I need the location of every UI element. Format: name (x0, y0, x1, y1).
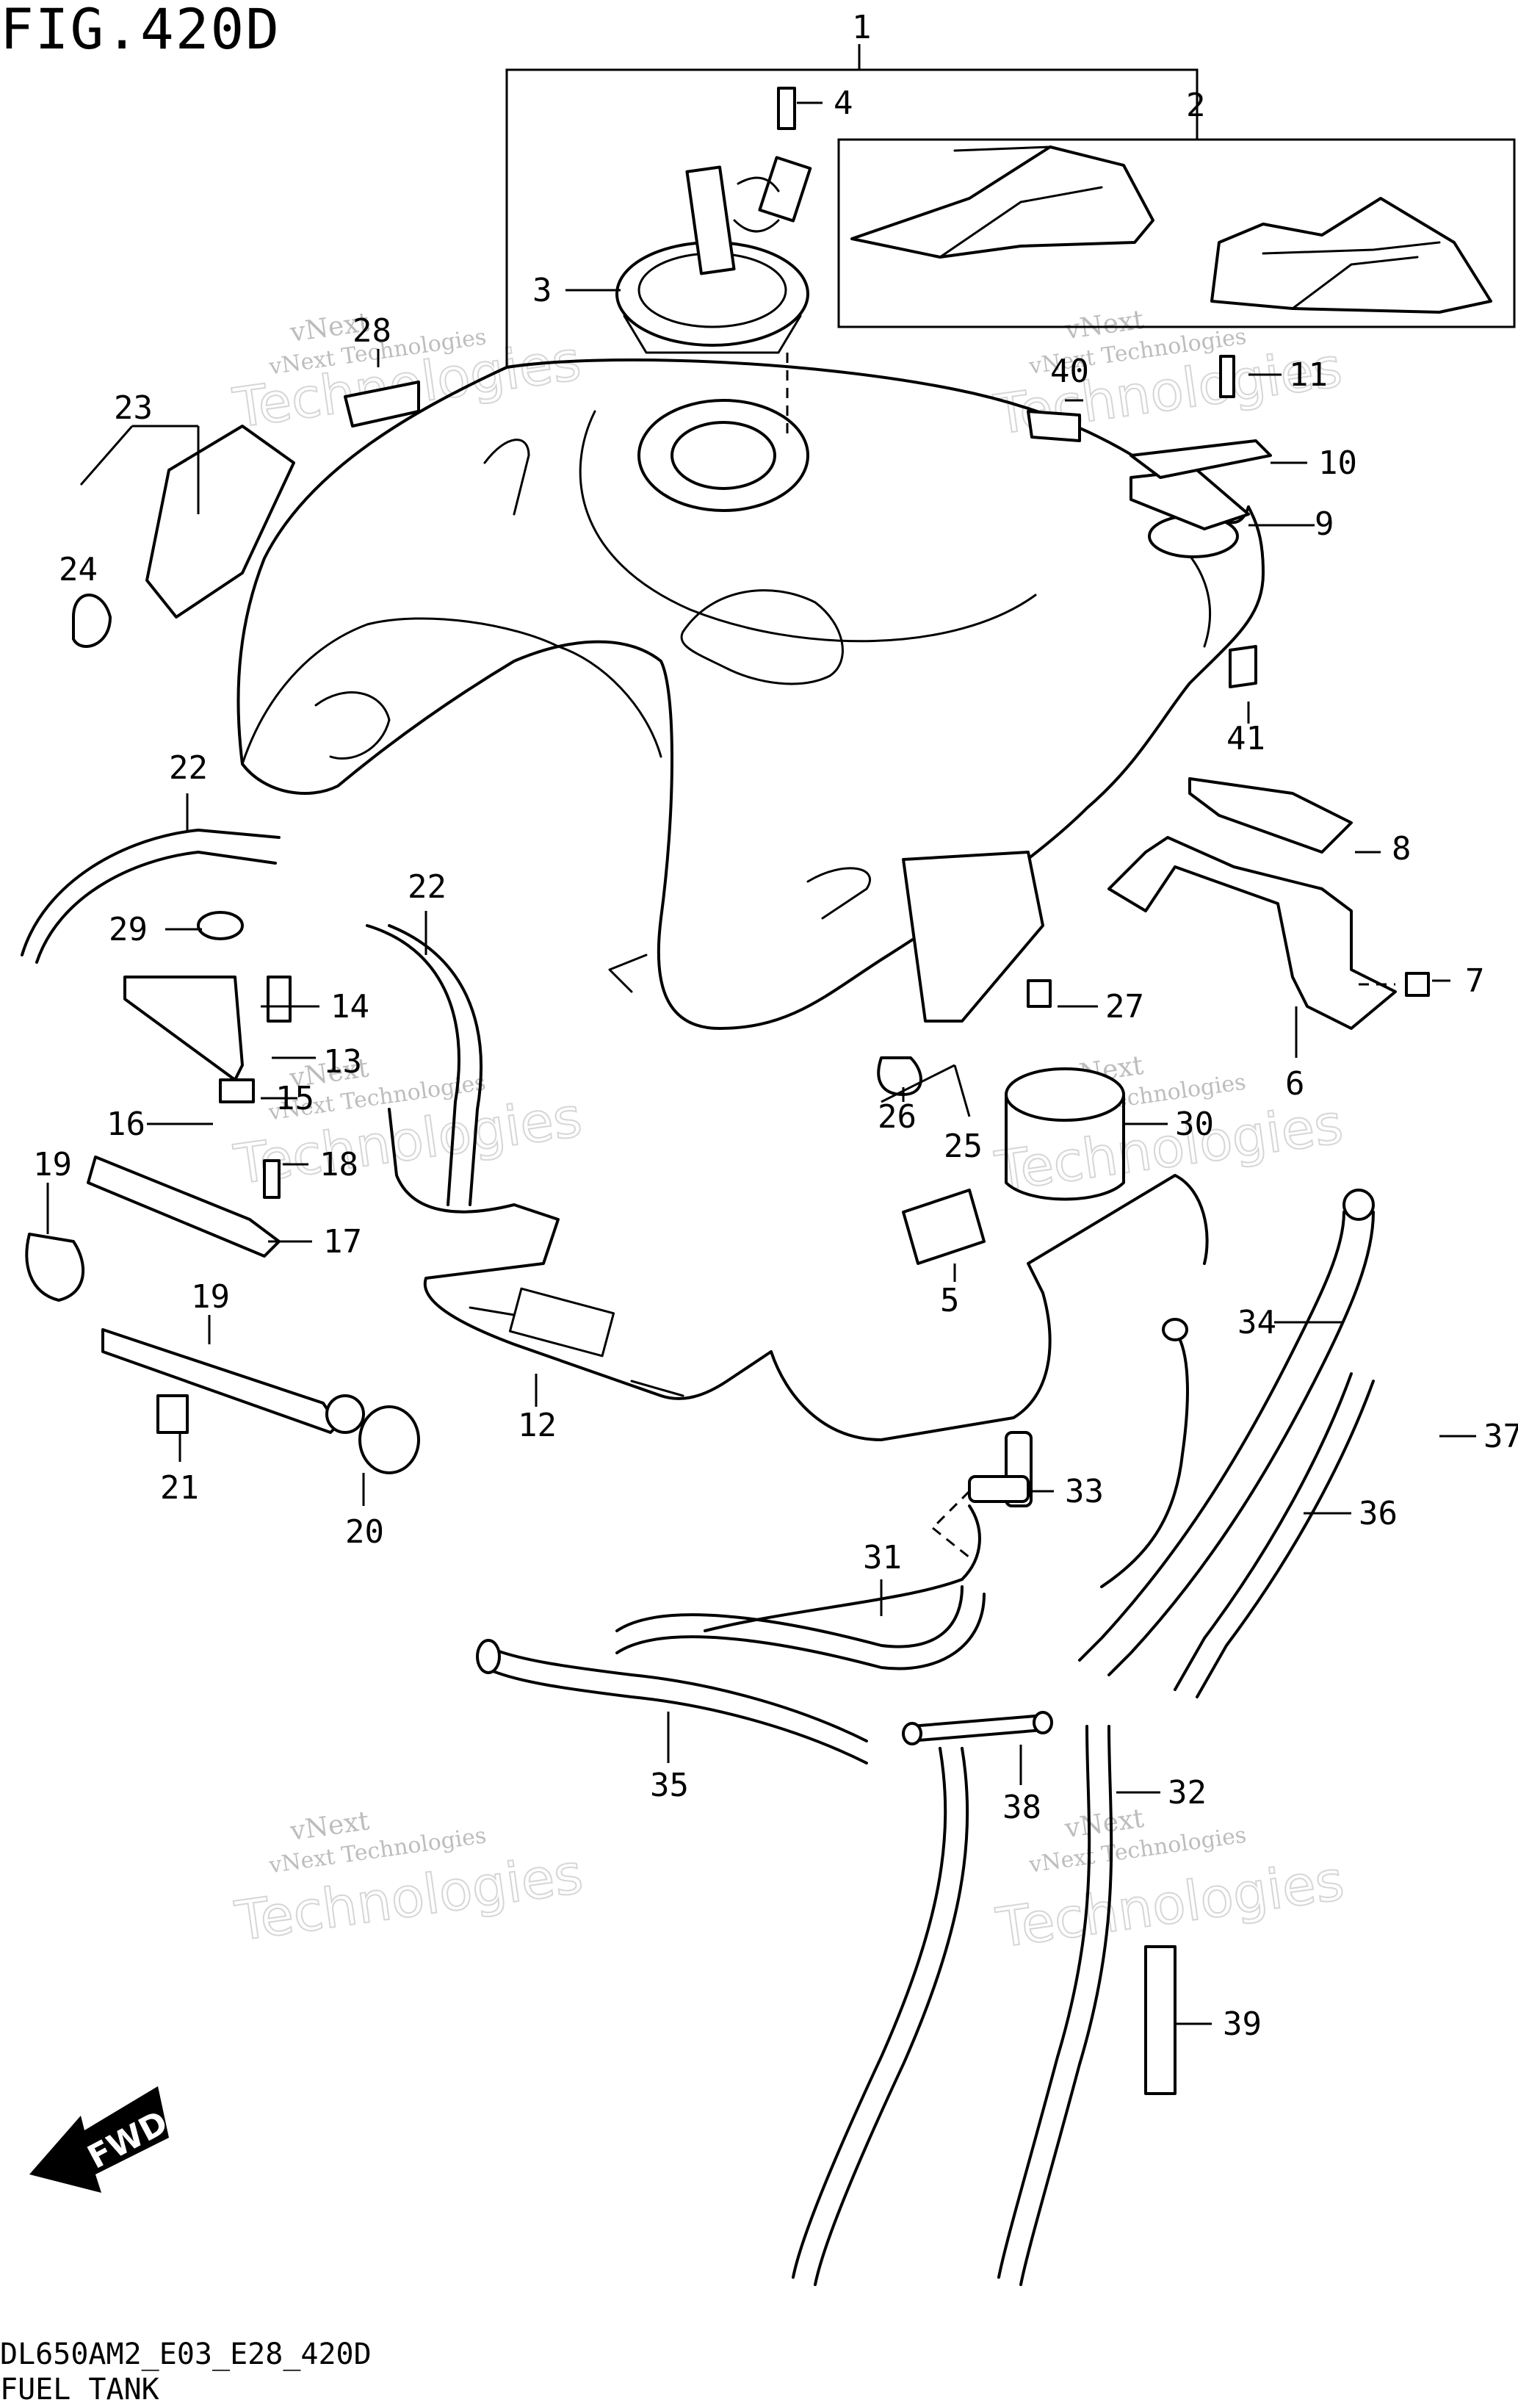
callout-11: 11 (1289, 356, 1328, 394)
callout-16: 16 (106, 1106, 145, 1143)
callout-3: 3 (532, 272, 552, 309)
callout-23: 23 (114, 389, 153, 427)
callout-37: 37 (1483, 1418, 1518, 1455)
callout-19a: 19 (33, 1146, 72, 1183)
watermark-5: Technologies vNext vNext Technologies (231, 1806, 588, 1954)
callout-12: 12 (518, 1407, 557, 1444)
callout-4: 4 (834, 84, 853, 122)
model-code: DL650AM2_E03_E28_420D (0, 2337, 372, 2371)
callout-34: 34 (1237, 1304, 1276, 1341)
callout-1: 1 (852, 9, 872, 46)
callout-20: 20 (345, 1513, 384, 1551)
fwd-arrow-icon: FWD (29, 2086, 174, 2193)
callout-8: 8 (1392, 830, 1412, 868)
leader-lines (46, 101, 1476, 2025)
callout-29: 29 (109, 911, 148, 948)
callout-30: 30 (1175, 1106, 1214, 1143)
callout-numbers: 1 2 3 4 5 6 7 8 9 10 11 12 13 14 15 16 1… (33, 9, 1518, 2043)
callout-22b: 22 (408, 868, 447, 906)
callout-31: 31 (863, 1539, 902, 1576)
callout-28: 28 (353, 312, 391, 350)
callout-32: 32 (1168, 1774, 1207, 1812)
callout-41: 41 (1226, 720, 1265, 757)
callout-33: 33 (1065, 1473, 1104, 1510)
callout-21: 21 (160, 1469, 199, 1507)
callout-22a: 22 (169, 749, 208, 787)
fuel-cap-assembly (615, 87, 812, 441)
callout-38: 38 (1002, 1789, 1041, 1826)
section-name: FUEL TANK (0, 2373, 159, 2407)
callout-24: 24 (59, 551, 98, 588)
callout-27: 27 (1105, 988, 1144, 1025)
tank-lower-rubber (388, 1108, 1209, 1441)
tank-decals (850, 145, 1492, 314)
callout-19b: 19 (191, 1278, 230, 1316)
callout-9: 9 (1315, 505, 1334, 543)
callout-35: 35 (650, 1767, 689, 1804)
callout-17: 17 (323, 1223, 362, 1261)
callout-18: 18 (319, 1146, 358, 1183)
watermark-3: Technologies vNext vNext Technologies (230, 1053, 587, 1197)
callout-2: 2 (1186, 87, 1206, 124)
callout-36: 36 (1359, 1495, 1398, 1532)
callout-15: 15 (275, 1080, 314, 1117)
hoses (476, 1189, 1375, 2286)
left-side-parts (21, 381, 1177, 2095)
callout-6: 6 (1285, 1065, 1305, 1103)
callout-25: 25 (944, 1128, 983, 1165)
figure-title: FIG.420D (0, 0, 281, 62)
callout-14: 14 (330, 988, 369, 1025)
right-bracket (1027, 355, 1430, 1030)
callout-26: 26 (878, 1098, 917, 1136)
callout-40: 40 (1050, 353, 1089, 390)
callout-39: 39 (1223, 2005, 1262, 2043)
mounting-band (902, 1067, 1125, 1265)
callout-13: 13 (323, 1043, 362, 1081)
callout-5: 5 (940, 1282, 960, 1319)
callout-7: 7 (1465, 962, 1485, 1000)
callout-10: 10 (1318, 444, 1357, 482)
assembly-bracket (505, 44, 1516, 367)
